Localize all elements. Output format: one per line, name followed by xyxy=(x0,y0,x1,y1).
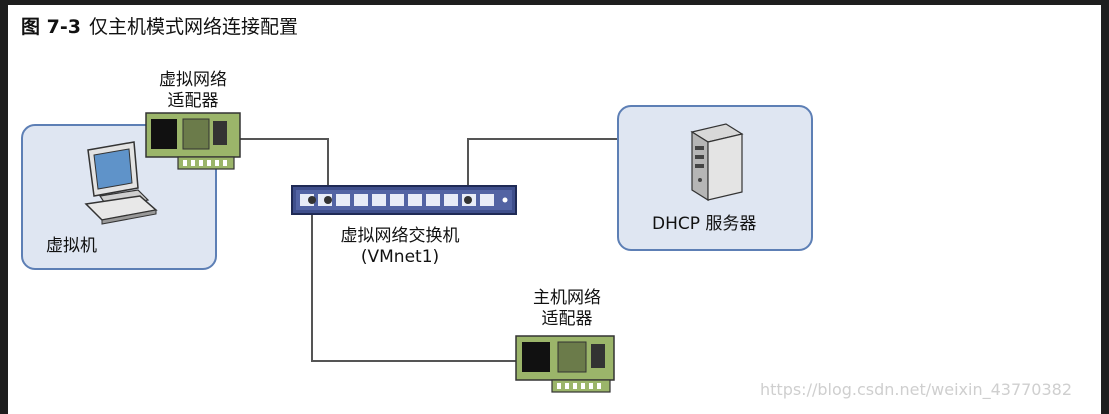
server-tower-icon xyxy=(690,123,744,202)
link-switch-to-dhcp xyxy=(467,138,617,198)
vm-adapter-label: 虚拟网络 适配器 xyxy=(148,70,238,112)
vm-label: 虚拟机 xyxy=(46,236,97,256)
link-switch-to-host-adapter xyxy=(311,198,518,362)
vm-adapter-label-line1: 虚拟网络 xyxy=(159,70,227,90)
vm-adapter-label-line2: 适配器 xyxy=(167,91,219,111)
connection-lines xyxy=(238,138,617,362)
figure-title-text: 仅主机模式网络连接配置 xyxy=(88,16,298,38)
virtual-switch-icon xyxy=(291,185,517,215)
switch-label-line2: (VMnet1) xyxy=(360,247,440,267)
link-vm-adapter-to-switch xyxy=(238,138,329,198)
host-adapter-label-line1: 主机网络 xyxy=(533,288,601,308)
switch-label-line1: 虚拟网络交换机 xyxy=(340,226,460,246)
switch-label: 虚拟网络交换机 (VMnet1) xyxy=(320,226,480,268)
host-adapter-label: 主机网络 适配器 xyxy=(522,288,612,330)
host-adapter-card-icon xyxy=(515,335,615,393)
figure-number: 图 7-3 xyxy=(21,16,81,38)
computer-icon xyxy=(84,141,158,225)
figure-title: 图 7-3 仅主机模式网络连接配置 xyxy=(21,12,298,39)
host-adapter-label-line2: 适配器 xyxy=(541,309,593,329)
vm-adapter-card-icon xyxy=(145,112,241,170)
dhcp-server-label: DHCP 服务器 xyxy=(652,214,757,234)
watermark-text: https://blog.csdn.net/weixin_43770382 xyxy=(760,380,1073,399)
